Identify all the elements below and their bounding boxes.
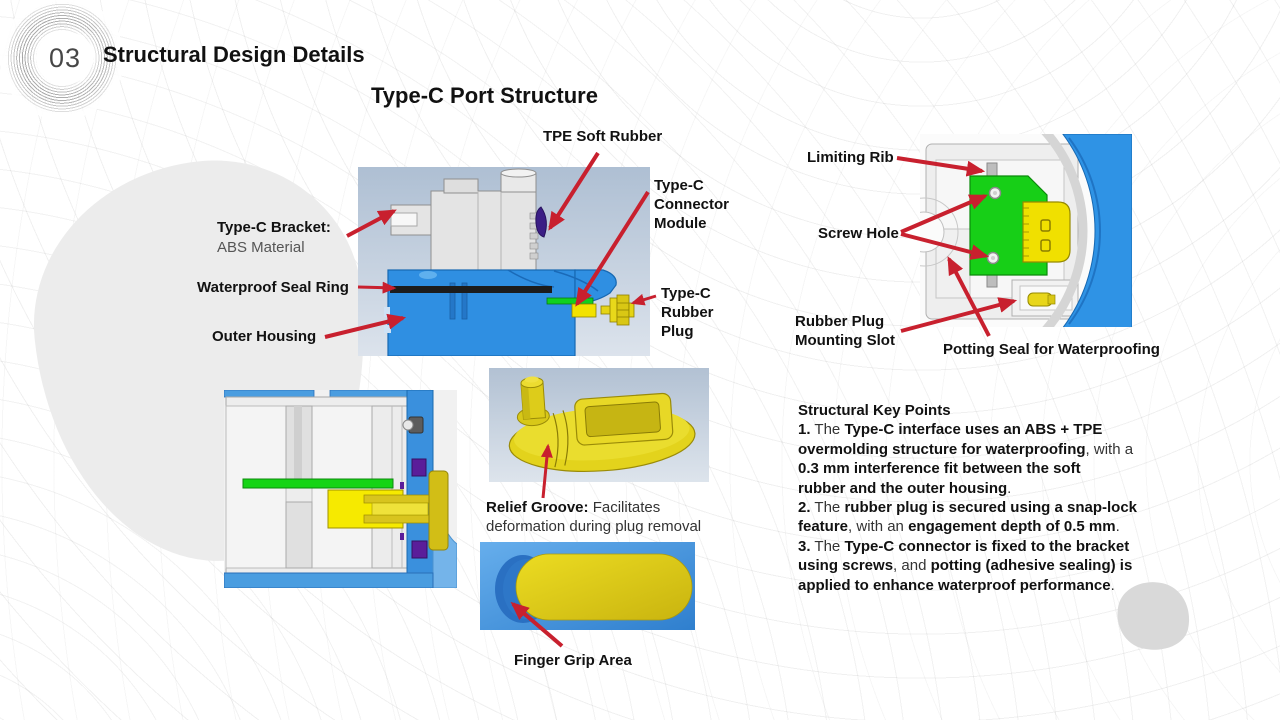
section-number: 03 xyxy=(48,42,82,73)
callout-limiting-rib: Limiting Rib xyxy=(807,149,894,166)
main-section-render xyxy=(358,167,650,356)
plug-assembly-part xyxy=(327,470,449,551)
figure-title: Type-C Port Structure xyxy=(371,83,598,108)
key-point-2: 2. The rubber plug is secured using a sn… xyxy=(798,499,1138,536)
connector-module-part xyxy=(546,297,594,305)
typec-connector-part xyxy=(1022,201,1071,263)
seal-ring-part xyxy=(390,286,552,293)
callout-connector-module: Type-C Connector Module xyxy=(654,177,729,233)
finger-grip-render xyxy=(480,542,695,630)
callout-tpe-soft-rubber: TPE Soft Rubber xyxy=(543,128,663,145)
page-title: Structural Design Details xyxy=(103,42,365,67)
callout-bracket: Type-C Bracket: xyxy=(217,219,331,236)
callout-mounting-slot: Rubber Plug Mounting Slot xyxy=(795,313,895,350)
plug-top-part xyxy=(515,553,693,621)
port-closeup-render xyxy=(920,134,1132,327)
assembly-section-render xyxy=(224,390,457,588)
callout-finger-grip: Finger Grip Area xyxy=(514,652,632,669)
callout-potting-seal: Potting Seal for Waterproofing xyxy=(943,341,1160,358)
key-points-title: Structural Key Points xyxy=(798,402,951,419)
rubber-plug-render xyxy=(489,368,709,482)
key-point-3: 3. The Type-C connector is fixed to the … xyxy=(798,537,1133,594)
key-point-1: 1. The Type-C interface uses an ABS + TP… xyxy=(798,421,1134,497)
callout-screw-hole: Screw Hole xyxy=(818,225,899,242)
pcb-part xyxy=(242,478,394,489)
callout-bracket-material: ABS Material xyxy=(217,239,305,256)
tpe-rubber-part xyxy=(535,206,547,238)
plug-pin-part xyxy=(1027,292,1056,307)
callout-outer-housing: Outer Housing xyxy=(212,328,317,345)
key-points-block: Structural Key Points 1. The Type-C inte… xyxy=(798,401,1170,595)
section-number-badge: 03 xyxy=(36,31,94,85)
relief-groove-note: Relief Groove: Facilitates deformation d… xyxy=(486,499,702,536)
limiting-rib-part xyxy=(986,162,998,177)
callout-waterproof-seal-ring: Waterproof Seal Ring xyxy=(197,279,349,296)
callout-rubber-plug: Type-C Rubber Plug xyxy=(661,285,714,341)
